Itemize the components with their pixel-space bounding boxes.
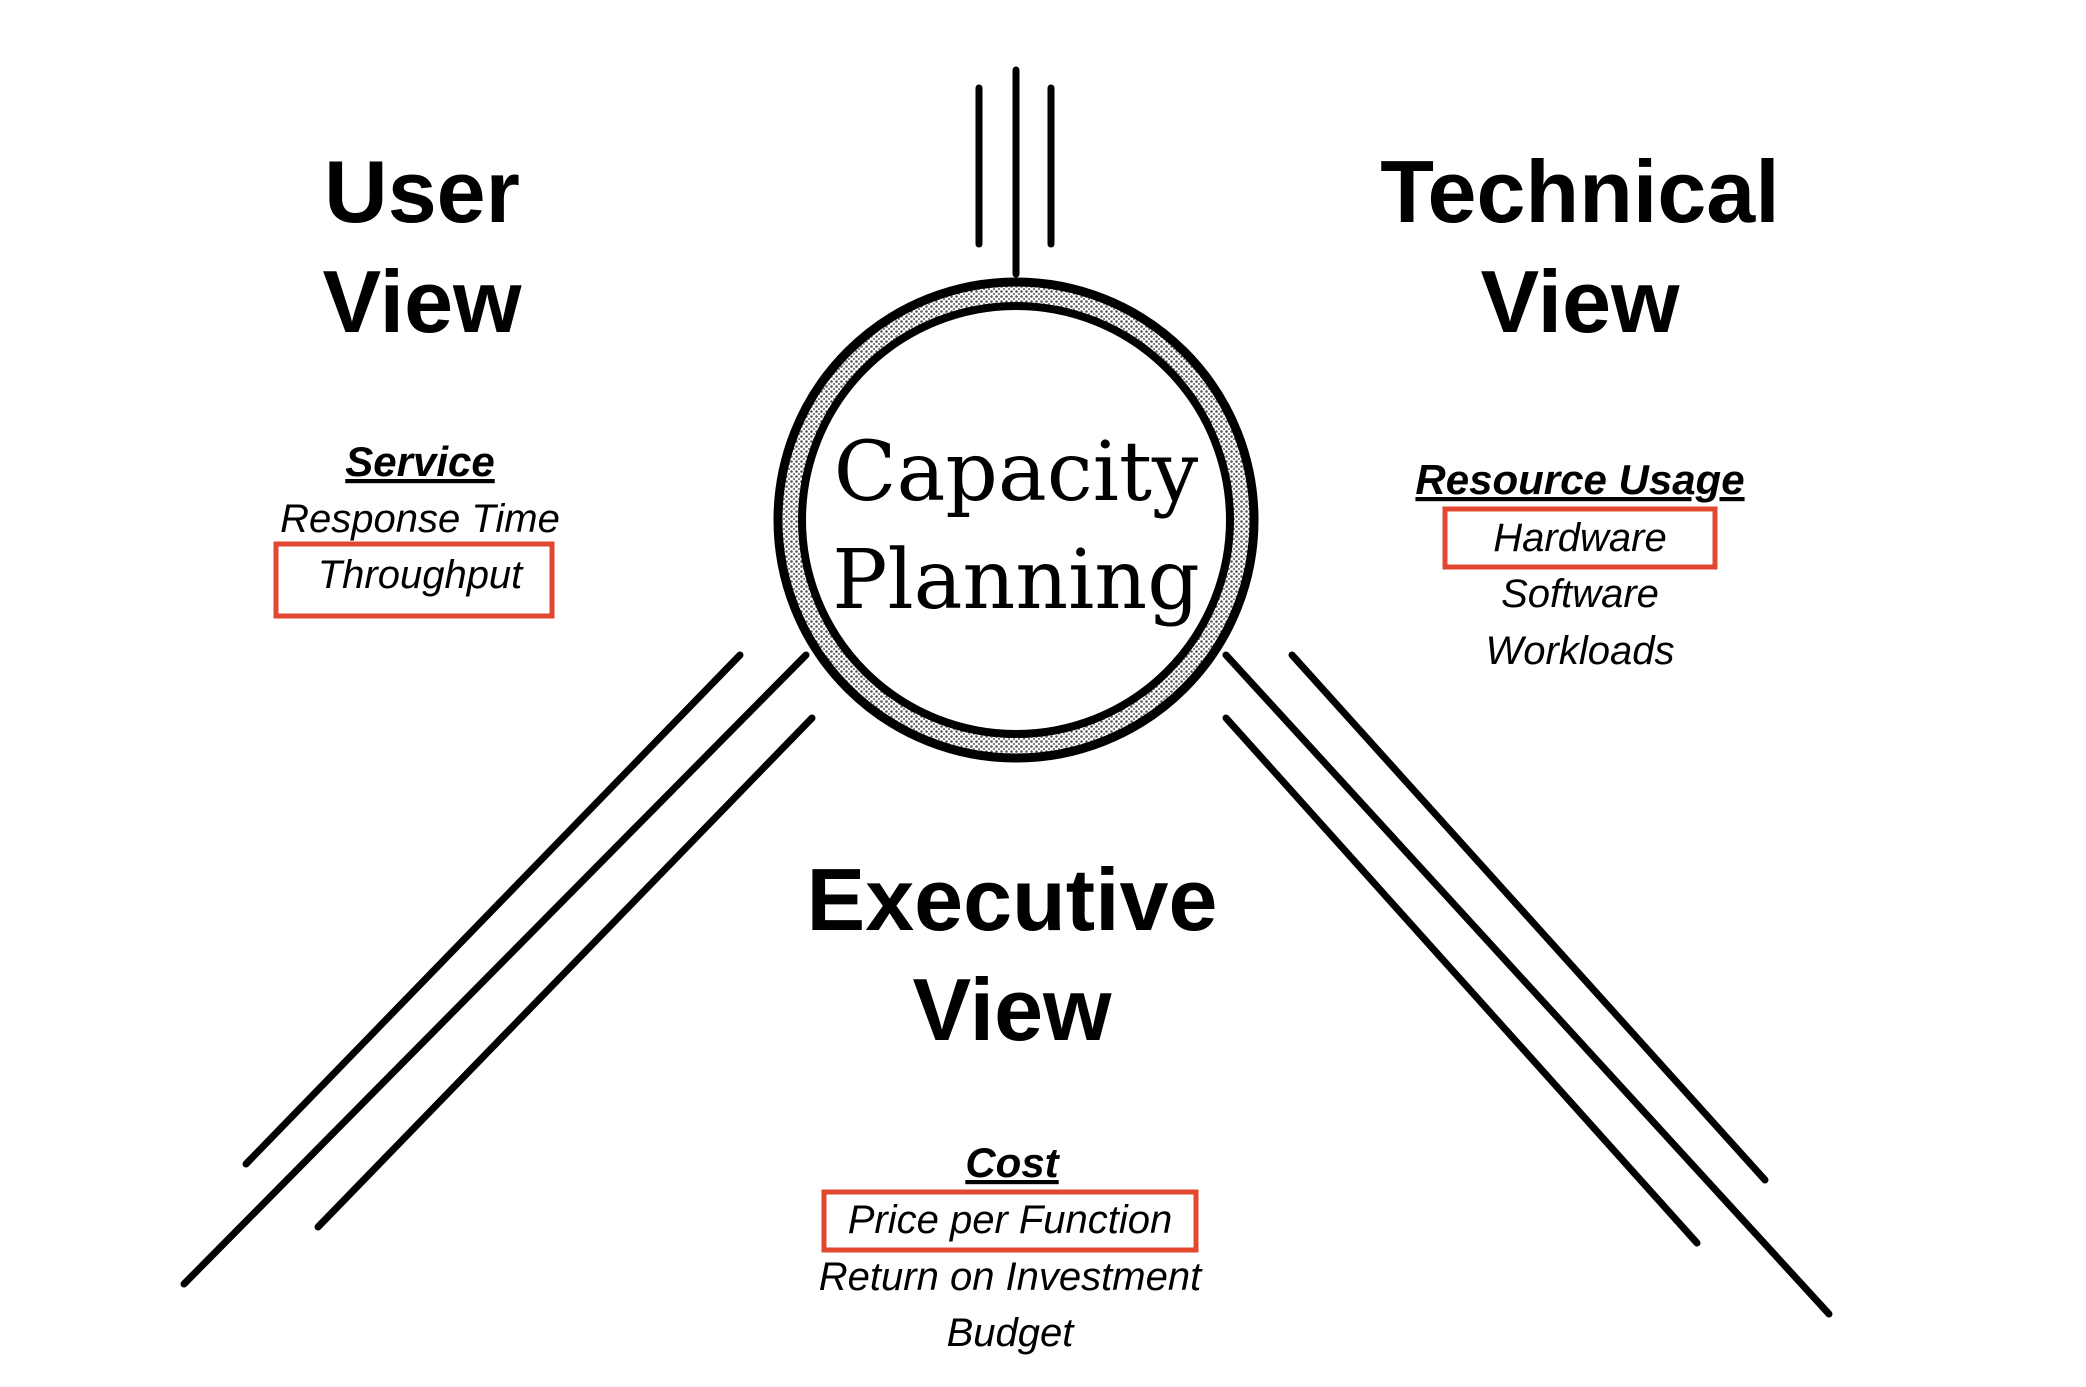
lower-right-connector-lines — [1222, 651, 1833, 1318]
right-line-outer — [1288, 651, 1769, 1184]
executive-view-heading: Cost — [965, 1139, 1060, 1186]
user-view-section: User View Service Response Time Throughp… — [273, 142, 560, 619]
executive-view-item-return-on-investment: Return on Investment — [819, 1255, 1203, 1299]
user-view-title-line1: User — [324, 142, 520, 241]
executive-view-section: Executive View Cost Price per Function R… — [807, 850, 1218, 1355]
hub-label-line2: Planning — [832, 533, 1199, 628]
executive-view-title-line2: View — [913, 960, 1112, 1059]
technical-view-title-line2: View — [1481, 252, 1680, 351]
capacity-planning-hub: Capacity Planning — [773, 277, 1259, 763]
lower-left-connector-lines — [180, 651, 816, 1288]
top-connector-lines — [975, 66, 1055, 278]
technical-view-heading: Resource Usage — [1415, 456, 1744, 503]
user-view-item-throughput: Throughput — [318, 553, 524, 597]
hub-ring-inner — [798, 302, 1234, 738]
executive-view-item-price-per-function: Price per Function — [848, 1198, 1173, 1242]
left-line-outer — [242, 651, 744, 1168]
right-line-center — [1222, 651, 1833, 1318]
technical-view-highlight-box — [1442, 506, 1718, 570]
user-view-title-line2: View — [323, 252, 522, 351]
technical-view-section: Technical View Resource Usage Hardware S… — [1380, 142, 1779, 673]
executive-view-title-line1: Executive — [807, 850, 1218, 949]
technical-view-title-line1: Technical — [1380, 142, 1779, 241]
right-line-inner — [1222, 714, 1701, 1247]
left-line-inner — [314, 714, 816, 1231]
user-view-highlight-box — [273, 541, 555, 619]
user-view-heading: Service — [345, 438, 494, 485]
executive-view-item-budget: Budget — [947, 1311, 1076, 1355]
technical-view-item-software: Software — [1501, 572, 1659, 616]
left-line-center — [180, 651, 810, 1288]
technical-view-item-hardware: Hardware — [1493, 516, 1666, 560]
technical-view-item-workloads: Workloads — [1486, 629, 1675, 673]
executive-view-highlight-box — [821, 1189, 1199, 1253]
hub-label-line1: Capacity — [834, 425, 1199, 520]
user-view-item-response-time: Response Time — [280, 497, 560, 541]
